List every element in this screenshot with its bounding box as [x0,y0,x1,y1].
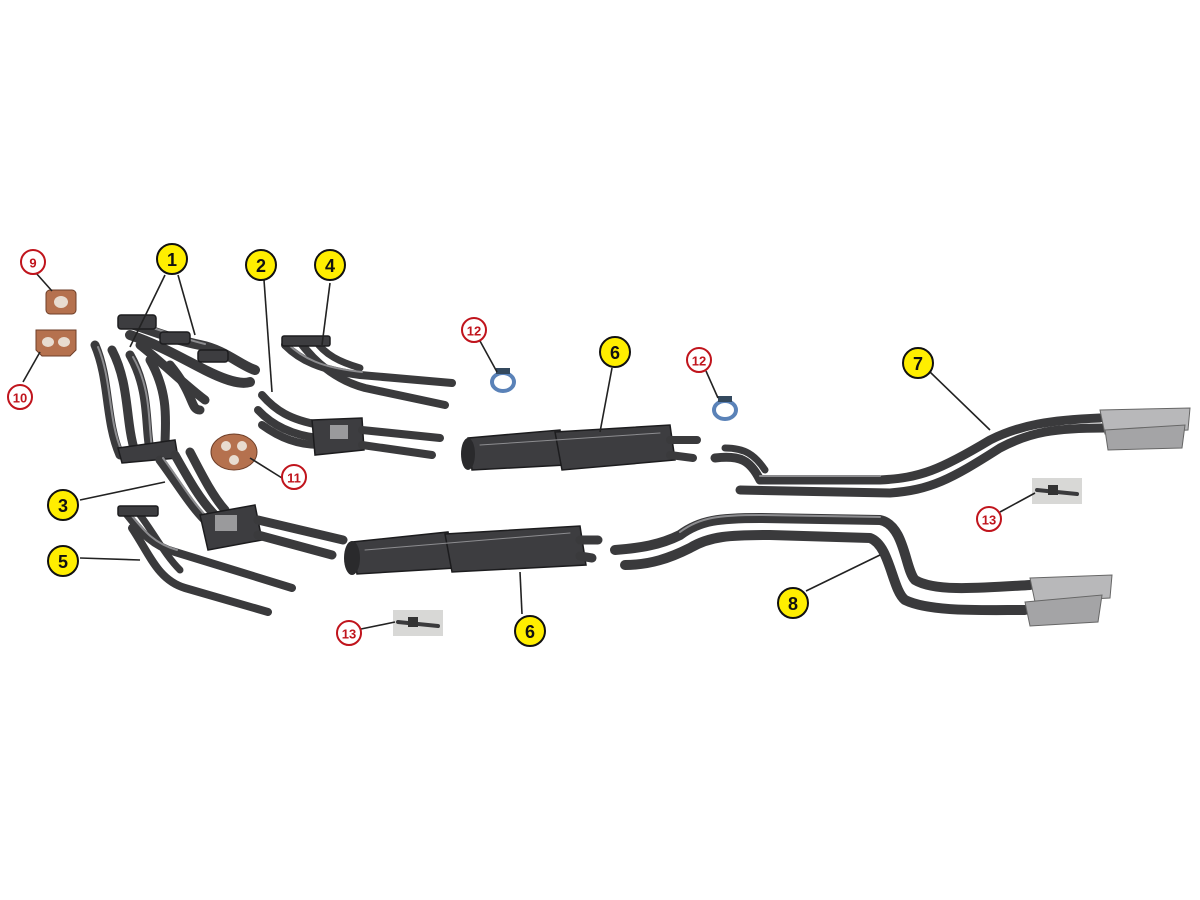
callout-4: 4 [314,249,346,281]
svg-text:3: 3 [58,496,68,516]
catalytic-downpipe-part-3 [155,447,348,560]
muffler-part-6-lower [344,525,603,575]
callout-7: 7 [902,347,934,379]
svg-text:12: 12 [692,354,706,369]
callout-1: 1 [156,243,188,275]
svg-text:2: 2 [256,256,266,276]
gasket-part-11 [210,433,258,471]
callout-2: 2 [245,249,277,281]
hanger-part-13-a [393,610,443,636]
gasket-part-10 [35,329,77,357]
callout-10: 10 [7,384,33,410]
svg-text:6: 6 [610,343,620,363]
catalytic-downpipe-part-2 [254,391,444,459]
svg-text:9: 9 [29,256,36,271]
muffler-part-6-upper [461,424,701,471]
svg-text:7: 7 [913,354,923,374]
svg-text:11: 11 [287,471,301,486]
callout-8: 8 [777,587,809,619]
downpipe-part-4 [281,335,456,409]
svg-text:8: 8 [788,594,798,614]
callout-5: 5 [47,545,79,577]
svg-text:4: 4 [325,256,335,276]
callout-13-left: 13 [336,620,362,646]
gasket-part-9 [45,289,77,315]
callout-13-right: 13 [976,506,1002,532]
exhaust-manifold-part [90,314,260,464]
clamp-part-12-a [490,368,516,393]
leader-lines [22,272,1036,630]
callout-12-left: 12 [461,317,487,343]
callout-12-right: 12 [686,347,712,373]
svg-text:13: 13 [342,627,356,642]
svg-text:6: 6 [525,622,535,642]
svg-text:12: 12 [467,324,481,339]
callout-3: 3 [47,489,79,521]
downpipe-part-5 [117,505,296,616]
callout-9: 9 [20,249,46,275]
clamp-part-12-b [712,396,738,421]
svg-text:1: 1 [167,250,177,270]
callout-6-lower: 6 [514,615,546,647]
svg-text:5: 5 [58,552,68,572]
tailpipe-part-8 [610,513,1113,627]
tailpipe-part-7 [710,407,1191,498]
callout-6-upper: 6 [599,336,631,368]
callout-11: 11 [281,464,307,490]
svg-text:13: 13 [982,513,996,528]
svg-text:10: 10 [13,391,27,406]
hanger-part-13-b [1032,478,1082,504]
